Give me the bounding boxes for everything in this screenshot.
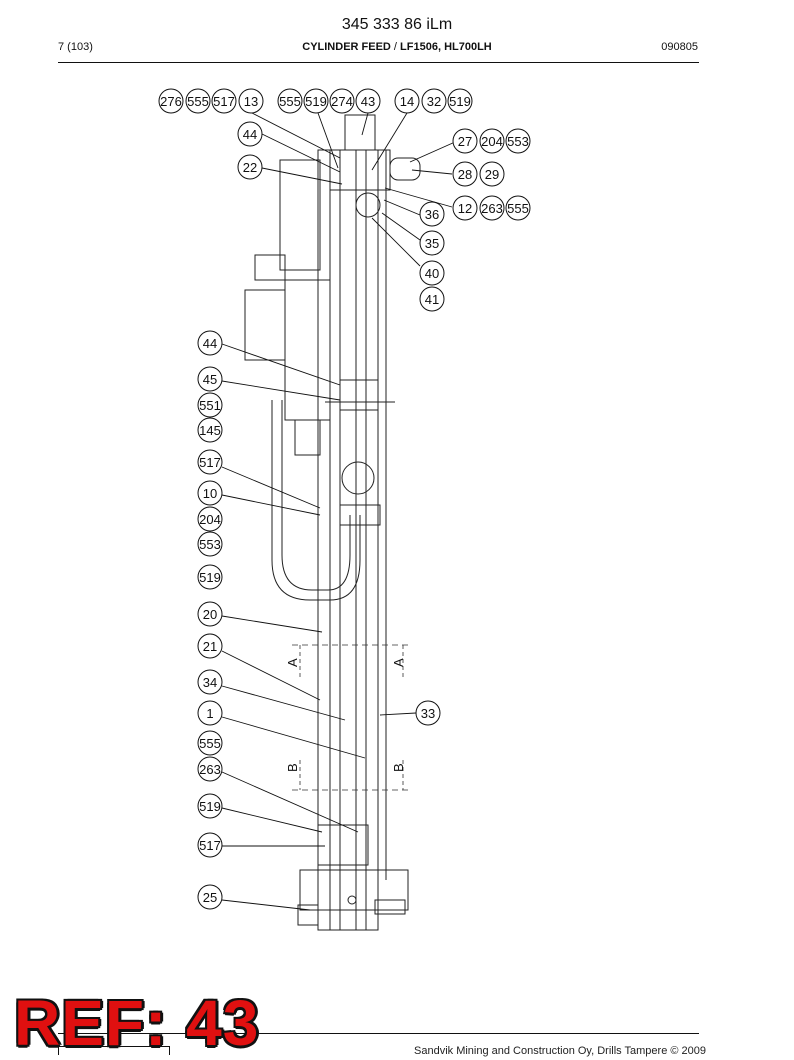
company-logo [58, 1046, 170, 1055]
callout-517: 517 [199, 455, 221, 470]
callout-276: 276 [160, 94, 182, 109]
callout-263: 263 [481, 201, 503, 216]
callout-34: 34 [203, 675, 217, 690]
title-separator: / [390, 41, 401, 53]
callout-551: 551 [199, 398, 221, 413]
callout-517: 517 [199, 838, 221, 853]
callout-555: 555 [199, 736, 221, 751]
callout-519: 519 [199, 570, 221, 585]
title-part1: CYLINDER FEED [302, 41, 391, 53]
callouts-left [197, 121, 263, 910]
callout-21: 21 [203, 639, 217, 654]
section-marks [292, 644, 410, 791]
drill-nose [294, 419, 321, 456]
callout-555: 555 [507, 201, 529, 216]
callout-519: 519 [305, 94, 327, 109]
hose-loop-inner [281, 400, 351, 591]
callout-bubble [447, 88, 473, 114]
section-label-b-left: B [285, 763, 300, 772]
section-label-b-right: B [391, 763, 406, 772]
callout-28: 28 [458, 167, 472, 182]
ref-stamp: REF: 43 [14, 987, 260, 1059]
callout-263: 263 [199, 762, 221, 777]
feed-beam [317, 149, 379, 931]
cylinder-pulley [341, 461, 375, 495]
callout-10: 10 [203, 486, 217, 501]
front-head [297, 904, 319, 926]
section-label-a-right: A [391, 658, 406, 667]
callout-45: 45 [203, 372, 217, 387]
callout-555: 555 [187, 94, 209, 109]
page-title: CYLINDER FEED / LF1506, HL700LH [0, 41, 794, 53]
callout-44: 44 [203, 336, 217, 351]
callout-517: 517 [213, 94, 235, 109]
callout-20: 20 [203, 607, 217, 622]
callout-204: 204 [481, 134, 503, 149]
bottom-plate [299, 869, 409, 911]
callout-bubble [421, 88, 447, 114]
callout-1: 1 [206, 706, 213, 721]
callout-32: 32 [427, 94, 441, 109]
callout-43: 43 [361, 94, 375, 109]
callout-bubble [185, 88, 211, 114]
lower-bracket [317, 824, 369, 866]
top-cylinder-head [344, 114, 376, 151]
callout-274: 274 [331, 94, 353, 109]
doc-number: 345 333 86 iLm [341, 16, 453, 33]
callouts-right [415, 128, 531, 726]
callout-553: 553 [199, 537, 221, 552]
callout-bubble [238, 88, 264, 114]
callout-27: 27 [458, 134, 472, 149]
callout-36: 36 [425, 207, 439, 222]
callout-519: 519 [449, 94, 471, 109]
hose-fitting [389, 157, 421, 181]
callouts-top-row [158, 88, 473, 114]
callout-40: 40 [425, 266, 439, 281]
callout-bubble [158, 88, 184, 114]
callout-13: 13 [244, 94, 258, 109]
callout-22: 22 [243, 160, 257, 175]
footer-copyright: Sandvik Mining and Construction Oy, Dril… [414, 1045, 706, 1057]
assembly-body [244, 114, 421, 931]
stinger-cylinder [374, 899, 406, 915]
callout-44: 44 [243, 127, 257, 142]
hose-loop-outer [271, 400, 361, 601]
motor [254, 254, 286, 281]
bolt [347, 895, 357, 905]
rock-drill-top [279, 159, 321, 271]
callout-bubble [211, 88, 237, 114]
callout-12: 12 [458, 201, 472, 216]
callout-bubble [277, 88, 303, 114]
callout-145: 145 [199, 423, 221, 438]
section-label-a-left: A [285, 658, 300, 667]
page-number: 7 (103) [58, 41, 93, 53]
callout-25: 25 [203, 890, 217, 905]
callout-33: 33 [421, 706, 435, 721]
callout-555: 555 [279, 94, 301, 109]
callout-553: 553 [507, 134, 529, 149]
callout-519: 519 [199, 799, 221, 814]
leader-lines [221, 112, 456, 911]
callout-29: 29 [485, 167, 499, 182]
callout-14: 14 [400, 94, 414, 109]
callout-bubble [394, 88, 420, 114]
callout-bubble [303, 88, 329, 114]
rock-drill-side [244, 289, 286, 361]
pulley [355, 192, 381, 218]
callout-bubble [329, 88, 355, 114]
callout-35: 35 [425, 236, 439, 251]
callout-204: 204 [199, 512, 221, 527]
date-code: 090805 [661, 41, 698, 53]
title-part2: LF1506, HL700LH [400, 41, 492, 53]
header-rule [58, 62, 699, 63]
footer-rule [58, 1033, 699, 1034]
callout-41: 41 [425, 292, 439, 307]
cradle-clamp [339, 379, 379, 411]
callout-bubble [355, 88, 381, 114]
rock-drill-body [284, 279, 331, 421]
